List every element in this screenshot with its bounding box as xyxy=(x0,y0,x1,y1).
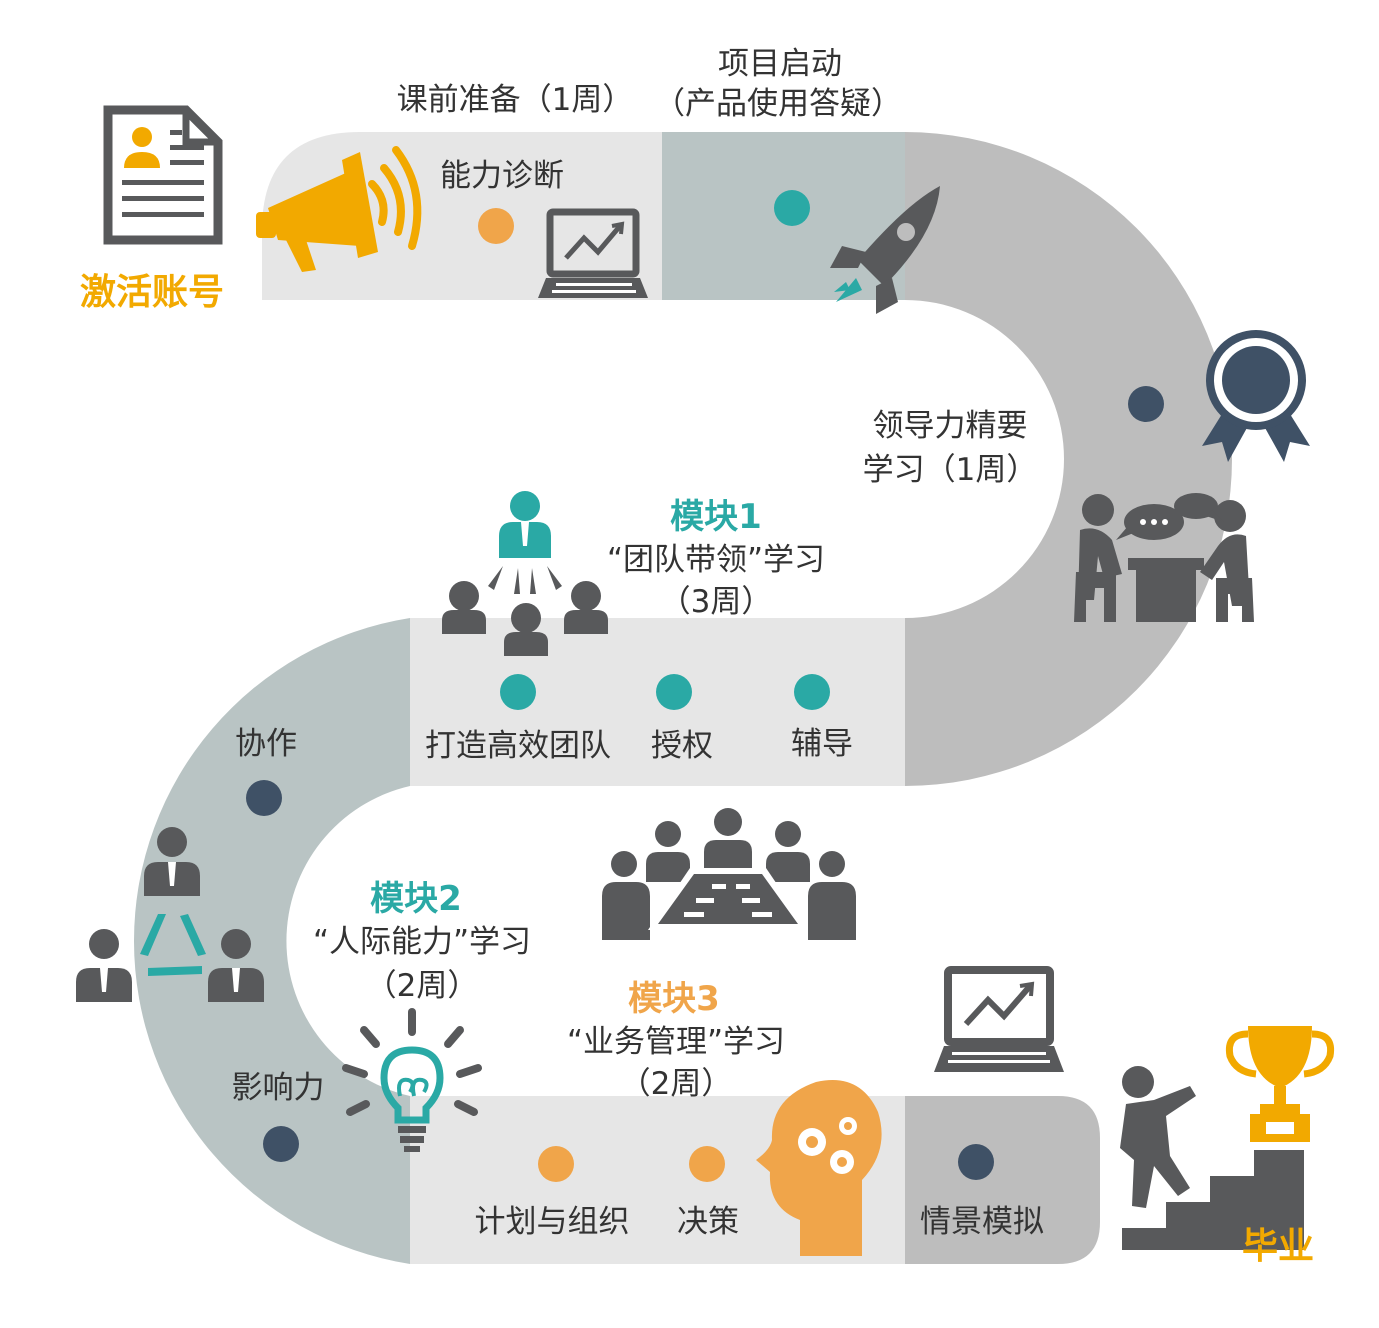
step-empower: 授权 xyxy=(651,728,713,764)
module2-subtitle: “人际能力”学习 xyxy=(313,924,531,960)
phase-leadership-line1: 领导力精要 xyxy=(873,408,1028,444)
dot-team-building xyxy=(500,674,536,710)
module1-title: 模块1 xyxy=(670,497,762,537)
dot-coach xyxy=(794,674,830,710)
dot-influence xyxy=(263,1126,299,1162)
dot-collaborate xyxy=(246,780,282,816)
dot-empower xyxy=(656,674,692,710)
module3-title: 模块3 xyxy=(628,979,720,1019)
phase-launch-line1: 项目启动 xyxy=(718,46,842,82)
dot-decision xyxy=(689,1146,725,1182)
one-on-one-meeting-icon xyxy=(1074,493,1254,622)
rocket-icon xyxy=(830,186,940,314)
phase-launch-line2: （产品使用答疑） xyxy=(654,86,902,122)
step-simulation: 情景模拟 xyxy=(920,1204,1044,1240)
megaphone-icon xyxy=(256,146,422,272)
team-leader-icon xyxy=(442,491,608,656)
conference-table-icon xyxy=(602,808,856,940)
road-bottom-end xyxy=(905,1096,1100,1264)
start-label: 激活账号 xyxy=(80,272,224,313)
road-left-loop xyxy=(133,618,410,1264)
lightbulb-icon xyxy=(342,1008,482,1152)
step-plan-organize: 计划与组织 xyxy=(475,1204,630,1240)
dot-diagnosis xyxy=(478,208,514,244)
dot-launch xyxy=(774,190,810,226)
module3-duration: （2周） xyxy=(620,1066,733,1102)
award-badge-icon xyxy=(1202,330,1310,462)
laptop-chart-icon xyxy=(538,208,648,298)
phase-prep: 课前准备（1周） xyxy=(397,82,634,118)
module3-subtitle: “业务管理”学习 xyxy=(567,1024,785,1060)
step-collaborate: 协作 xyxy=(235,726,297,762)
phase-leadership-line2: 学习（1周） xyxy=(863,452,1038,488)
account-document-icon xyxy=(103,105,223,245)
laptop-chart-icon-bottom xyxy=(934,966,1064,1072)
road-right-loop xyxy=(905,132,1232,786)
step-coach: 辅导 xyxy=(791,726,853,762)
module1-subtitle: “团队带领”学习 xyxy=(607,542,825,578)
trophy-icon xyxy=(1225,1026,1335,1142)
climbing-stairs-icon xyxy=(1120,1066,1304,1250)
step-influence: 影响力 xyxy=(232,1070,325,1106)
milestone-dots xyxy=(246,190,1164,1182)
step-team-building: 打造高效团队 xyxy=(425,728,611,764)
module2-duration: （2周） xyxy=(366,968,479,1004)
dot-plan-organize xyxy=(538,1146,574,1182)
step-diagnosis: 能力诊断 xyxy=(440,158,564,194)
end-label: 毕业 xyxy=(1242,1226,1314,1267)
head-gears-icon xyxy=(756,1080,882,1256)
step-decision: 决策 xyxy=(677,1204,739,1240)
module1-duration: （3周） xyxy=(660,584,773,620)
dot-simulation xyxy=(958,1144,994,1180)
module2-title: 模块2 xyxy=(370,879,462,919)
collaboration-triangle-icon xyxy=(76,827,264,1002)
dot-leadership xyxy=(1128,386,1164,422)
